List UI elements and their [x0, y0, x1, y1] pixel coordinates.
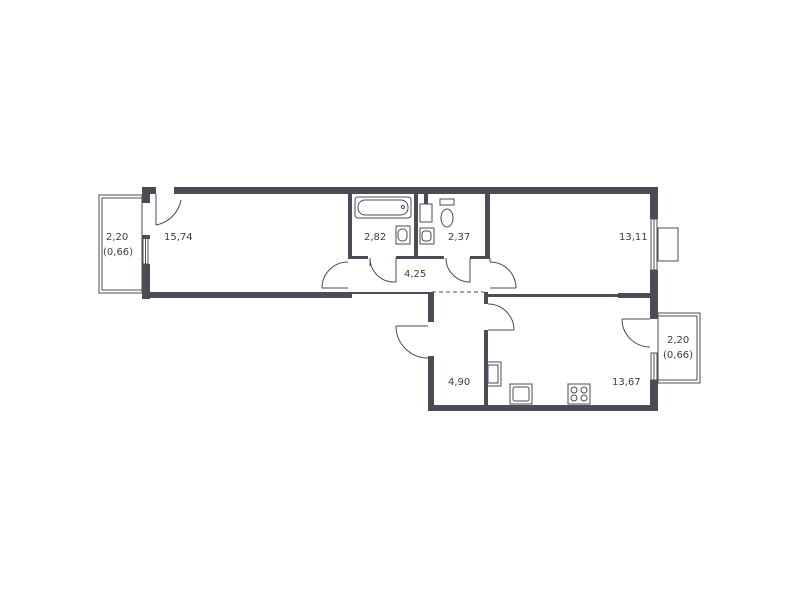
interior-walls — [348, 194, 490, 406]
kitchen-sink — [509, 383, 533, 405]
outer-walls — [142, 187, 658, 411]
bathtub — [354, 196, 412, 219]
bath-sink — [395, 225, 411, 245]
toilet-area: 2,37 — [448, 232, 470, 243]
living-room-area: 15,74 — [164, 232, 193, 243]
balcony-right-area: 2,20 — [667, 335, 689, 346]
doors — [155, 194, 651, 359]
balcony-left-area: 2,20 — [106, 232, 128, 243]
balcony-right-area-reduced: (0,66) — [663, 350, 693, 361]
hall-area: 4,90 — [448, 377, 470, 388]
room-labels: 2,20 (0,66) 15,74 2,82 2,37 4,25 13,11 4… — [103, 232, 693, 388]
windows — [142, 218, 679, 381]
toilet-sink — [419, 227, 435, 245]
bathroom-area: 2,82 — [364, 232, 386, 243]
toilet-bowl — [439, 198, 455, 228]
balcony-left-area-reduced: (0,66) — [103, 247, 133, 258]
balcony-right — [657, 312, 701, 384]
balcony-left — [98, 194, 143, 294]
bedroom-area: 13,11 — [619, 232, 648, 243]
washing-machine — [419, 203, 433, 223]
corridor-area: 4,25 — [404, 269, 426, 280]
fridge — [484, 361, 502, 387]
stove — [567, 383, 591, 405]
kitchen-area: 13,67 — [612, 377, 641, 388]
